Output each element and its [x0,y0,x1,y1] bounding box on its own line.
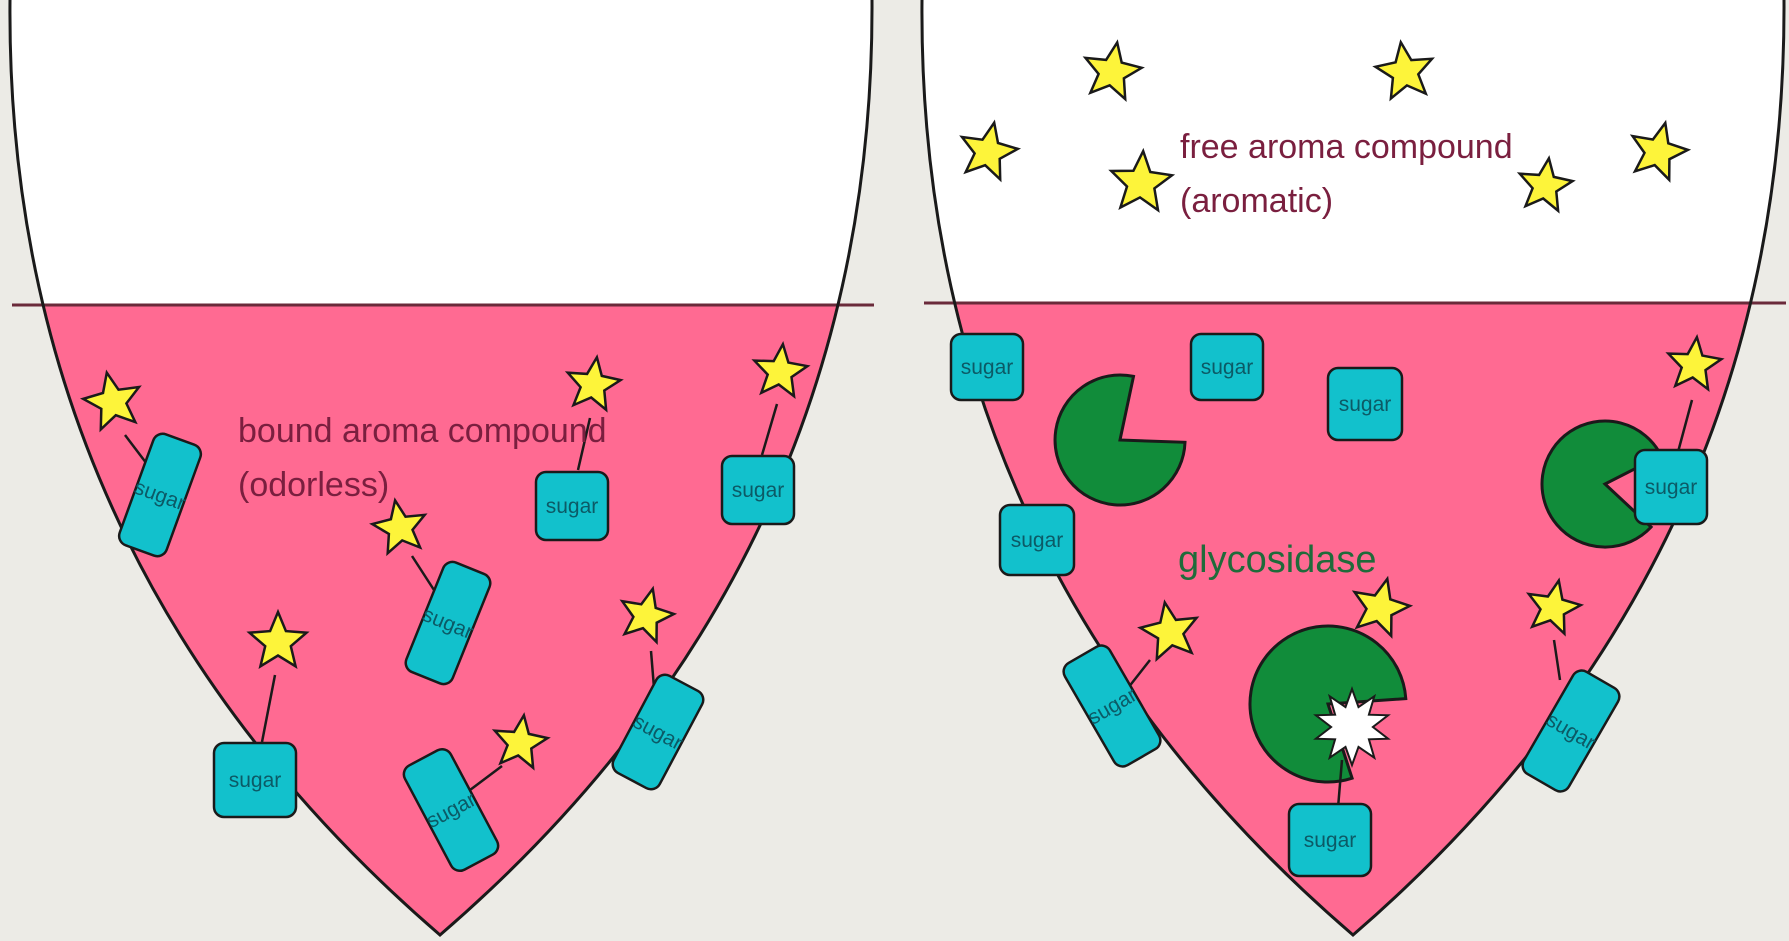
sugar-label: sugar [732,479,785,502]
sugar-label: sugar [546,495,599,518]
sugar-block: sugar [1328,368,1402,440]
left-label-line2: (odorless) [238,466,389,504]
sugar-label: sugar [229,769,282,792]
sugar-label: sugar [1645,476,1698,499]
sugar-block: sugar [214,743,296,817]
sugar-block: sugar [951,334,1023,400]
left-label-line1: bound aroma compound [238,412,607,450]
sugar-block: sugar [1635,450,1707,524]
sugar-block: sugar [722,456,794,524]
sugar-label: sugar [1201,356,1254,379]
sugar-block: sugar [1191,334,1263,400]
sugar-block: sugar [1289,804,1371,876]
sugar-label: sugar [1011,529,1064,552]
enzyme-label: glycosidase [1178,539,1377,581]
right-label-line1: free aroma compound [1180,128,1513,166]
sugar-label: sugar [1339,393,1392,416]
right-label-line2: (aromatic) [1180,182,1333,220]
sugar-label: sugar [961,356,1014,379]
sugar-label: sugar [1304,829,1357,852]
sugar-block: sugar [536,472,608,540]
sugar-block: sugar [1000,505,1074,575]
